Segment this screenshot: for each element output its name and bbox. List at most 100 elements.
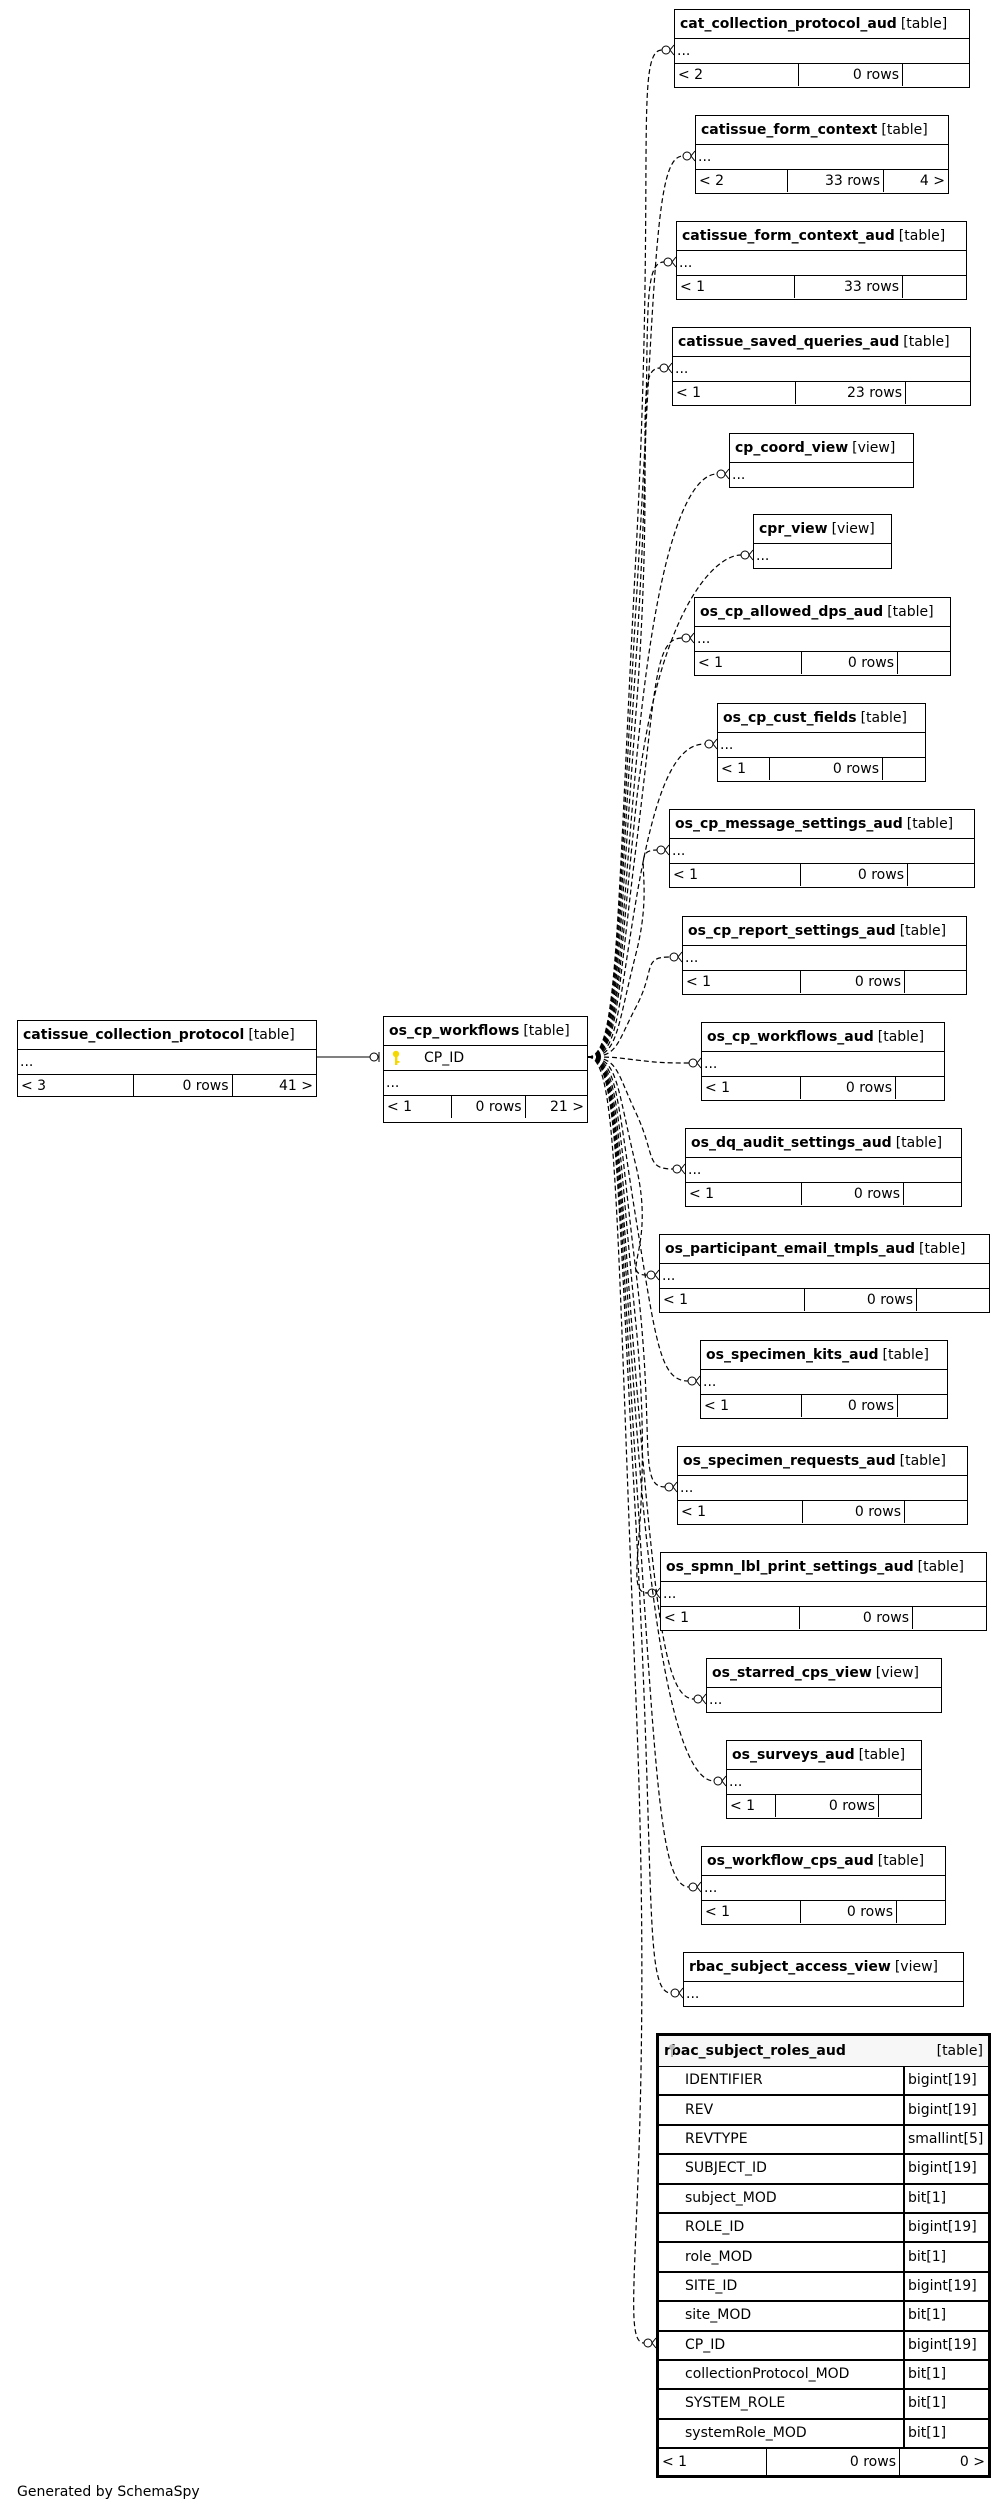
parents-count[interactable]: < 1 [718,758,770,780]
column-name: systemRole_MOD [659,2419,905,2448]
children-count[interactable] [904,1183,961,1205]
children-count[interactable] [913,1607,986,1629]
table-name: cpr_view [759,520,828,537]
children-count[interactable] [883,758,925,780]
table-name: os_spmn_lbl_print_settings_aud [666,1558,914,1575]
parents-count[interactable]: < 1 [683,971,801,993]
parents-count[interactable]: < 1 [661,1607,800,1629]
table-catissue-saved-queries-aud[interactable]: catissue_saved_queries_aud[table] ... < … [672,327,971,406]
table-os-spmn-lbl-print-settings-aud[interactable]: os_spmn_lbl_print_settings_aud[table] ..… [660,1552,987,1631]
table-header: rbac_subject_roles_aud [table] [659,2036,988,2067]
child-relationship-line [587,155,684,1058]
column-name: IDENTIFIER [659,2067,905,2095]
parents-count[interactable]: < 1 [678,1501,803,1523]
row-count: 0 rows [803,1501,905,1523]
table-kind: [table] [917,1558,965,1575]
parents-count[interactable]: < 1 [670,864,801,886]
table-name: os_cp_workflows [389,1022,520,1039]
column-type: bit[1] [908,2248,947,2265]
children-count[interactable] [903,64,969,86]
children-count[interactable] [896,1077,944,1099]
children-count[interactable]: 21 > [550,1098,584,1115]
parents-count[interactable]: < 1 [702,1077,801,1099]
parents-count[interactable]: < 2 [696,170,788,192]
view-os-starred-cps-view[interactable]: os_starred_cps_view[view] ... [706,1658,942,1713]
parents-count[interactable]: < 1 [660,1289,805,1311]
parents-count[interactable]: < 2 [675,64,799,86]
children-count[interactable] [898,1395,947,1417]
children-count[interactable] [906,382,970,404]
child-relationship-line [587,1056,690,1888]
table-rbac-subject-roles-aud[interactable]: rbac_subject_roles_aud [table] IDENTIFIE… [656,2033,991,2478]
children-count[interactable]: 0 > [959,2453,985,2470]
child-relationship-line [587,554,742,1058]
column-type: bit[1] [908,2395,947,2412]
children-count[interactable]: 4 > [919,172,945,189]
table-catissue-form-context-aud[interactable]: catissue_form_context_aud[table] ... < 1… [676,221,967,300]
column-type: bigint[19] [908,2101,977,2118]
row-count: 33 rows [795,276,903,298]
table-footer: < 3 0 rows 41 > [18,1075,316,1097]
children-count[interactable]: 41 > [279,1077,313,1094]
parents-count[interactable]: < 1 [384,1096,453,1118]
table-kind: [table] [523,1022,570,1039]
zero-marker [663,257,673,267]
row-count: 23 rows [796,382,906,404]
many-marker [690,150,696,162]
row-count: 0 rows [801,1077,896,1099]
parents-count[interactable]: < 1 [701,1395,802,1417]
table-os-cp-workflows[interactable]: os_cp_workflows [table] CP_ID ... < 1 0 … [383,1016,588,1123]
zero-marker [664,1482,674,1492]
parents-count[interactable]: < 1 [727,1795,776,1817]
table-os-participant-email-tmpls-aud[interactable]: os_participant_email_tmpls_aud[table] ..… [659,1234,990,1313]
table-name: catissue_form_context_aud [682,227,895,244]
table-name: rbac_subject_access_view [689,1958,891,1975]
parents-count[interactable]: < 1 [673,382,796,404]
children-count[interactable] [898,652,950,674]
table-kind: [table] [877,1852,925,1869]
view-rbac-subject-access-view[interactable]: rbac_subject_access_view[view] ... [683,1952,964,2007]
children-count[interactable] [897,1901,945,1923]
parents-count[interactable]: < 1 [695,652,802,674]
parents-count[interactable]: < 1 [677,276,795,298]
parents-count[interactable]: < 3 [18,1075,135,1097]
zero-marker [740,550,750,560]
table-catissue-collection-protocol[interactable]: catissue_collection_protocol [table] ...… [17,1020,317,1097]
table-os-cp-message-settings-aud[interactable]: os_cp_message_settings_aud[table] ... < … [669,809,975,888]
children-count[interactable] [917,1289,989,1311]
column-type: bit[1] [908,2189,947,2206]
children-count[interactable] [908,864,974,886]
parents-count[interactable]: < 1 [659,2449,767,2476]
table-kind: [table] [899,1452,947,1469]
column-name: CP_ID [424,1049,465,1066]
children-count[interactable] [903,276,966,298]
row-count: 0 rows [800,1607,913,1629]
table-cat-collection-protocol-aud[interactable]: cat_collection_protocol_aud[table] ... <… [674,9,970,88]
children-count[interactable] [905,1501,967,1523]
view-cpr-view[interactable]: cpr_view[view] ... [753,514,892,569]
parents-count[interactable]: < 1 [702,1901,801,1923]
children-count[interactable] [879,1795,921,1817]
children-count[interactable] [905,971,966,993]
table-os-cp-report-settings-aud[interactable]: os_cp_report_settings_aud[table] ... < 1… [682,916,967,995]
parents-count[interactable]: < 1 [686,1183,802,1205]
view-cp-coord-view[interactable]: cp_coord_view[view] ... [729,433,914,488]
zero-marker [693,1694,703,1704]
